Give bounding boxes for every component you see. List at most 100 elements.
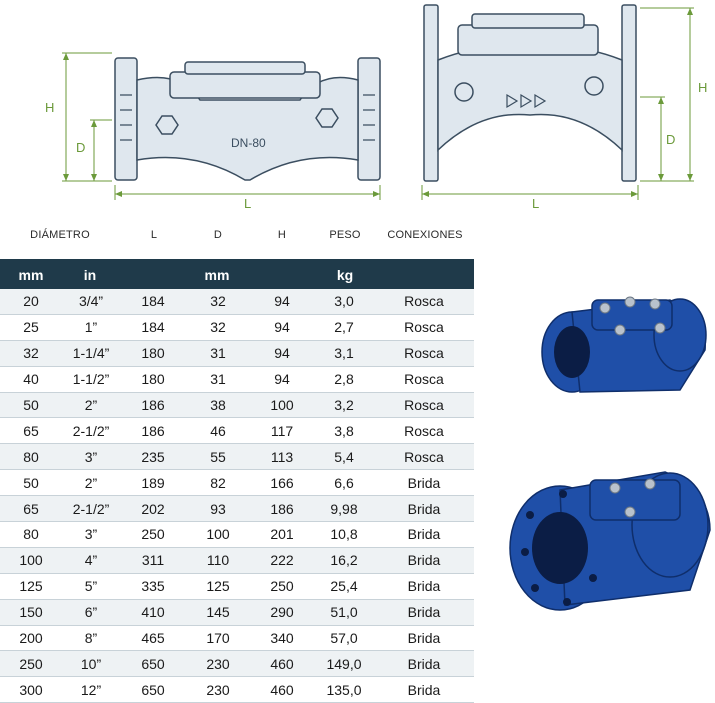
table-cell: 20 (0, 289, 62, 315)
table-cell: 145 (186, 599, 250, 626)
table-cell: 100 (186, 521, 250, 548)
table-cell: 9,98 (314, 495, 374, 523)
table-cell: 2,8 (314, 366, 374, 393)
table-cell: 3/4” (62, 289, 120, 315)
table-cell: 460 (250, 676, 314, 703)
table-cell: 150 (0, 599, 62, 626)
table-cell: 46 (186, 417, 250, 445)
table-cell: 4” (62, 547, 120, 574)
table-cell: 235 (120, 443, 186, 471)
right-h-label: H (698, 80, 707, 95)
table-cell: 465 (120, 625, 186, 652)
table-cell: Brida (374, 521, 474, 548)
table-cell: 2” (62, 469, 120, 497)
table-cell: 94 (250, 366, 314, 393)
table-cell: 3,2 (314, 392, 374, 419)
table-cell: 6,6 (314, 469, 374, 497)
table-cell: 6” (62, 599, 120, 626)
table-cell: 650 (120, 676, 186, 703)
table-cell: 80 (0, 443, 62, 471)
table-cell: 50 (0, 469, 62, 497)
table-cell: 94 (250, 289, 314, 315)
table-cell: 230 (186, 650, 250, 678)
table-cell: 25,4 (314, 573, 374, 600)
table-cell: 3,1 (314, 340, 374, 367)
unit-mm: mm (18, 267, 44, 283)
table-cell: 82 (186, 469, 250, 497)
table-cell: 184 (120, 314, 186, 341)
table-cell: 1” (62, 314, 120, 341)
table-cell: 186 (250, 495, 314, 523)
table-cell: Brida (374, 650, 474, 678)
table-cell: 12” (62, 676, 120, 703)
table-cell: 222 (250, 547, 314, 574)
table-cell: 31 (186, 366, 250, 393)
unit-mm-dims: mm (204, 267, 230, 283)
table-cell: 3” (62, 443, 120, 471)
threaded-valve-photo (541, 296, 707, 393)
table-cell: 335 (120, 573, 186, 600)
table-cell: Brida (374, 469, 474, 497)
table-cell: 186 (120, 392, 186, 419)
table-cell: 340 (250, 625, 314, 652)
table-cell: Rosca (374, 366, 474, 393)
table-cell: Rosca (374, 340, 474, 367)
table-cell: 460 (250, 650, 314, 678)
table-cell: 300 (0, 676, 62, 703)
table-cell: 180 (120, 340, 186, 367)
table-cell: 50 (0, 392, 62, 419)
table-cell: 2-1/2” (62, 495, 120, 523)
left-l-label: L (244, 196, 251, 211)
table-cell: 230 (186, 676, 250, 703)
table-cell: 650 (120, 650, 186, 678)
table-cell: Rosca (374, 314, 474, 341)
table-cell: 2-1/2” (62, 417, 120, 445)
col-header-conexiones: CONEXIONES (387, 229, 463, 241)
table-cell: Brida (374, 547, 474, 574)
table-cell: 93 (186, 495, 250, 523)
table-cell: 250 (120, 521, 186, 548)
table-cell: 10,8 (314, 521, 374, 548)
table-cell: 200 (0, 625, 62, 652)
units-bar (0, 259, 474, 289)
table-cell: 125 (0, 573, 62, 600)
table-cell: 250 (250, 573, 314, 600)
table-cell: 3,8 (314, 417, 374, 445)
table-cell: 32 (186, 289, 250, 315)
table-cell: 51,0 (314, 599, 374, 626)
unit-in: in (83, 267, 97, 283)
table-cell: 5” (62, 573, 120, 600)
table-cell: 38 (186, 392, 250, 419)
flanged-valve-photo (509, 471, 711, 611)
table-cell: 100 (0, 547, 62, 574)
table-cell: 32 (0, 340, 62, 367)
table-cell: 170 (186, 625, 250, 652)
table-cell: 65 (0, 417, 62, 445)
table-cell: Rosca (374, 392, 474, 419)
table-cell: 16,2 (314, 547, 374, 574)
table-cell: 94 (250, 314, 314, 341)
left-d-label: D (76, 140, 85, 155)
threaded-valve-drawing: H D L DN-80 (45, 52, 381, 211)
table-cell: Brida (374, 625, 474, 652)
table-cell: 3” (62, 521, 120, 548)
table-cell: 166 (250, 469, 314, 497)
col-header-l: L (150, 229, 158, 241)
table-cell: 250 (0, 650, 62, 678)
table-cell: 180 (120, 366, 186, 393)
table-cell: 2,7 (314, 314, 374, 341)
table-cell: Brida (374, 573, 474, 600)
col-header-peso: PESO (329, 229, 361, 241)
right-l-label: L (532, 196, 539, 211)
table-cell: Brida (374, 676, 474, 703)
table-cell: 110 (186, 547, 250, 574)
table-cell: 2” (62, 392, 120, 419)
